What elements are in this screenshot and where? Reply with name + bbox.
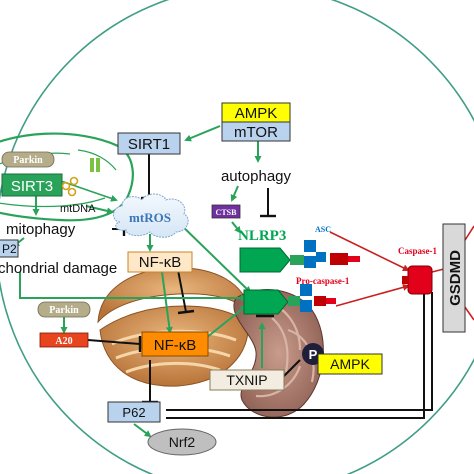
caspase1-connector [402,276,408,284]
mitophagy-label: mitophagy [6,221,76,238]
caspase1-label: Caspase-1 [398,246,438,256]
line-p62-right [166,292,433,411]
arrow-mtdna-mtros [85,205,114,215]
inhibit-a20-nfkb [87,339,141,345]
arrow-nfkb-nlrp3 [205,304,248,339]
arrow-autophagy-ctsb [230,185,239,202]
mtros-label: mtROS [129,210,171,225]
nfkb-top-label: NF-κB [139,254,182,271]
gsdmd-label: GSDMD [447,250,464,306]
a20-box [39,332,89,348]
line-p62-right-2 [166,292,425,419]
phospho-label: P [309,347,318,362]
arrow-ctsb-nlrp3 [231,221,242,234]
arrow-nfkb-nfkb [161,271,173,334]
arrow-p62-nrf2 [133,423,152,438]
mtdna-icon [61,176,79,197]
channel-icon [90,158,94,172]
caspase1-box [407,265,433,295]
arrow-asc2-caspase [335,283,410,307]
ampk-bottom-box [317,353,383,375]
parkin-top-label: Parkin [13,155,43,166]
mito-damage-label: chondrial damage [0,260,117,277]
nfkb-bottom-label: NF-κB [154,337,197,354]
ampk-top-label: AMPK [235,105,278,122]
p62-box [107,401,161,423]
p2-label: P2 [2,242,17,256]
mtros-cloud: mtROS [113,193,189,238]
txnip-label: TXNIP [226,372,267,388]
inhibit-nfkb-line [177,269,187,313]
nfkb-bottom-box [141,331,209,357]
arrow-mtros-nlrp3 [175,219,252,294]
mtor-label: mTOR [234,124,278,141]
sirt3-label: SIRT3 [11,178,53,195]
nlrp3-label: NLRP3 [238,228,286,244]
ctsb-label: CTSB [216,208,238,217]
arrow-ampk-sirt1 [184,125,221,142]
sirt1-label: SIRT1 [128,136,170,153]
parkin-bottom-label: Parkin [49,305,79,316]
autophagy-label: autophagy [221,168,292,185]
nlrp3-inflammasome-upper [239,240,360,273]
inhibit-bar [177,309,195,315]
channel-icon [96,158,100,172]
nfkb-top-box [127,251,193,273]
nlrp3-inflammasome-lower [243,284,336,315]
ampk-bottom-label: AMPK [330,356,370,372]
golgi-apparatus [97,267,251,387]
parkin-top-box [1,151,55,168]
nrf2-label: Nrf2 [169,434,196,450]
pro-caspase-label: Pro-caspase-1 [296,276,350,286]
gsdmd-bar: GSDMD [442,223,466,333]
nrf2-ellipse [147,428,217,456]
mtor-box [221,121,291,142]
ctsb-box [211,204,241,219]
mtdna-label: mtDNA [60,203,96,215]
p62-label: P62 [122,405,145,420]
p2-box [0,239,19,258]
arrow-asc-caspase [329,231,410,271]
parkin-bottom-box [37,301,91,318]
arrow-damage-nlrp3 [19,272,248,302]
txnip-box [209,369,285,391]
a20-label: A20 [55,336,72,347]
sirt1-box [117,132,181,155]
asc-label: ASC [315,225,331,234]
